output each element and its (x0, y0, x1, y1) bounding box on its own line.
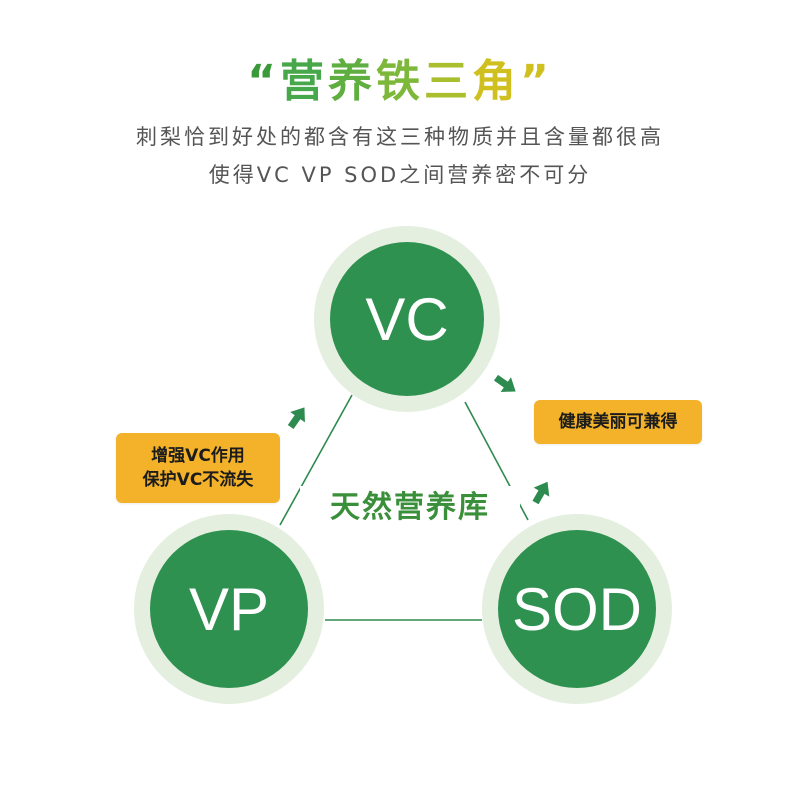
title-char: 角 (472, 56, 520, 107)
arrow-icon (532, 481, 550, 505)
close-quote: ” (520, 56, 553, 107)
center-label: 天然营养库 (300, 486, 520, 530)
page-title: “营养铁三角” (0, 52, 800, 112)
title-char: 三 (424, 56, 472, 107)
edge-vc-vp (279, 394, 353, 526)
subtitle-line-1: 刺梨恰到好处的都含有这三种物质并且含量都很高 (136, 125, 664, 149)
badge-line: 健康美丽可兼得 (558, 412, 678, 432)
vc-node: VC (330, 242, 484, 396)
vp-node: VP (150, 530, 308, 688)
title-char: 营 (280, 56, 328, 107)
sod-node: SOD (498, 530, 656, 688)
vp-benefit-badge: 增强VC作用 保护VC不流失 (116, 433, 280, 503)
vp-label: VP (188, 575, 270, 643)
arrow-icon (287, 407, 305, 430)
sod-label: SOD (511, 575, 643, 643)
health-benefit-badge: 健康美丽可兼得 (534, 400, 702, 444)
arrow-icon (493, 374, 516, 392)
badge-line: 增强VC作用 (151, 446, 245, 466)
title-char: 铁 (376, 56, 424, 107)
badge-line: 保护VC不流失 (142, 470, 254, 490)
subtitle-line-2: 使得VC VP SOD之间营养密不可分 (208, 163, 592, 187)
vc-label: VC (365, 285, 449, 353)
open-quote: “ (247, 56, 280, 107)
title-char: 养 (328, 56, 376, 107)
